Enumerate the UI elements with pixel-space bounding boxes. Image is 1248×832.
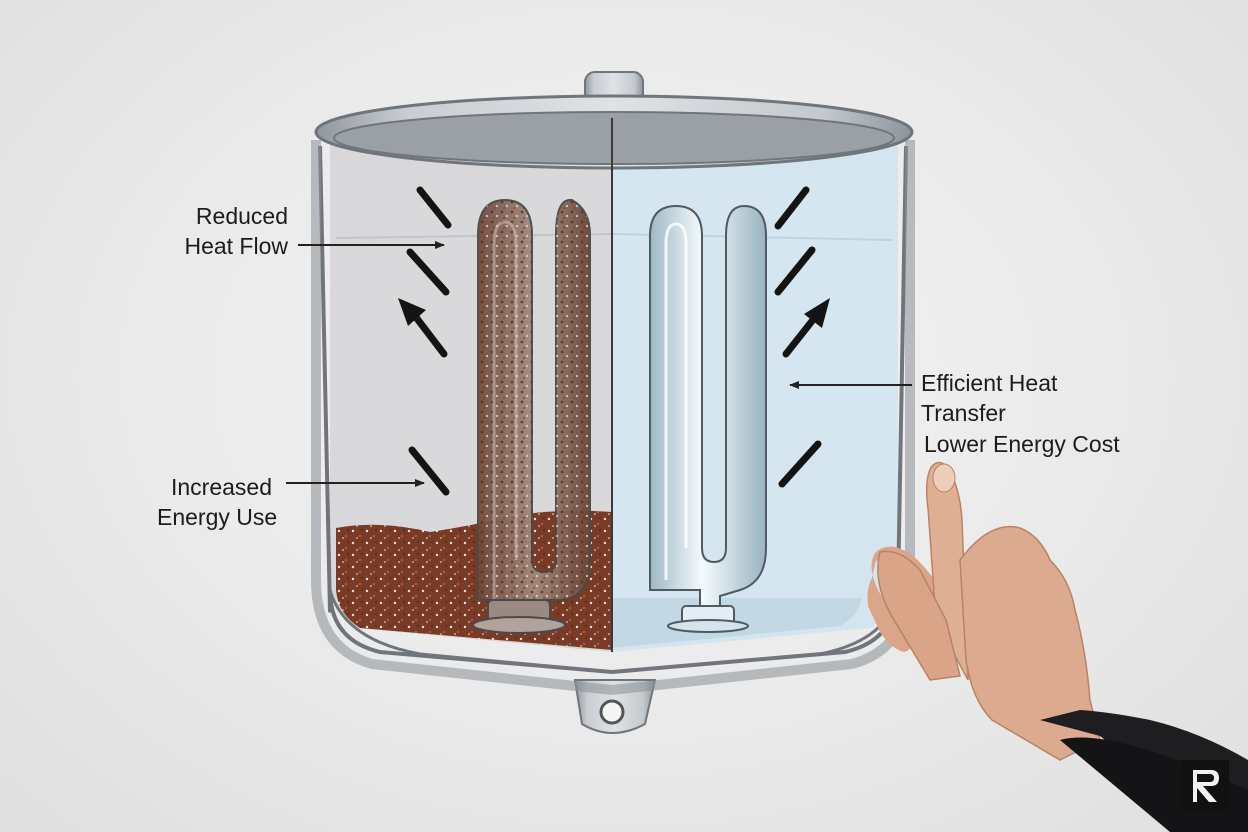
- reduced-heat-flow-line-2: Heat Flow: [184, 233, 288, 259]
- leader-lines: [286, 241, 912, 487]
- left-heat-arrowhead: [398, 298, 426, 326]
- clean-heating-element: [649, 204, 767, 633]
- efficient-heat-transfer-line-2: Transfer: [921, 400, 1006, 426]
- reduced-heat-flow-label: Reduced Heat Flow: [172, 201, 288, 261]
- right-heat-marks: [774, 186, 822, 488]
- reduced-heat-flow-line-1: Reduced: [195, 203, 288, 229]
- brand-logo-icon: [1181, 760, 1229, 810]
- drain-hole: [599, 699, 625, 725]
- lower-energy-cost-text: Lower Energy Cost: [924, 431, 1120, 457]
- efficient-heat-transfer-line-1: Efficient Heat: [921, 370, 1058, 396]
- increased-energy-use-line-1: Increased: [170, 474, 272, 500]
- right-heat-arrowhead: [804, 298, 830, 328]
- increased-energy-use-label: Increased Energy Use: [157, 472, 278, 532]
- scaled-heating-element: [472, 198, 591, 634]
- increased-energy-use-line-2: Energy Use: [157, 504, 278, 530]
- tank: [311, 71, 915, 734]
- efficient-heat-transfer-label: Efficient Heat Transfer: [921, 368, 1057, 428]
- left-heat-marks: [406, 186, 452, 496]
- lower-energy-cost-label: Lower Energy Cost: [924, 429, 1120, 459]
